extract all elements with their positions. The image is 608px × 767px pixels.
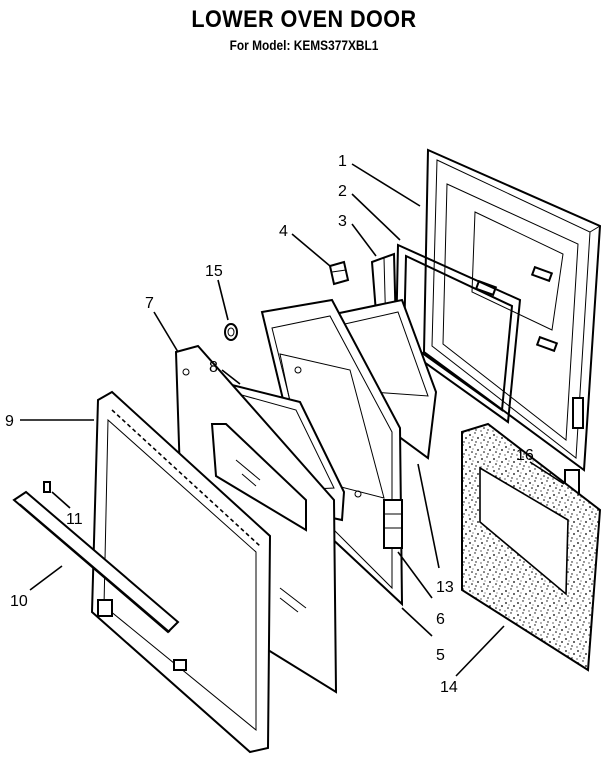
callout-14: 14 (440, 679, 458, 696)
part-14-insulation-blanket (461, 422, 602, 672)
callout-9: 9 (5, 413, 14, 430)
callout-3: 3 (338, 213, 347, 230)
part-9-outer-door-frame (90, 390, 272, 754)
callout-6: 6 (436, 611, 445, 628)
callout-4: 4 (279, 223, 288, 240)
model-subtitle: For Model: KEMS377XBL1 (229, 37, 379, 53)
leader-lines (20, 163, 565, 677)
callout-7: 7 (145, 295, 154, 312)
part-10-door-handle (12, 490, 180, 634)
part-4-clip (328, 260, 350, 286)
callout-labels: 1 2 3 4 15 7 8 9 10 11 13 6 5 14 16 (5, 153, 534, 696)
part-11-screw (43, 481, 51, 493)
callout-2: 2 (338, 183, 347, 200)
diagram-title: LOWER OVEN DOOR (191, 6, 417, 33)
part-6-hinge-bracket (383, 499, 403, 549)
callout-16: 16 (516, 447, 534, 464)
callout-13: 13 (436, 579, 454, 596)
part-15-plug (224, 323, 238, 341)
callout-15: 15 (205, 263, 223, 280)
callout-1: 1 (338, 153, 347, 170)
callout-5: 5 (436, 647, 445, 664)
callout-8: 8 (209, 359, 218, 376)
callout-11: 11 (66, 511, 83, 528)
callout-10: 10 (10, 593, 28, 610)
